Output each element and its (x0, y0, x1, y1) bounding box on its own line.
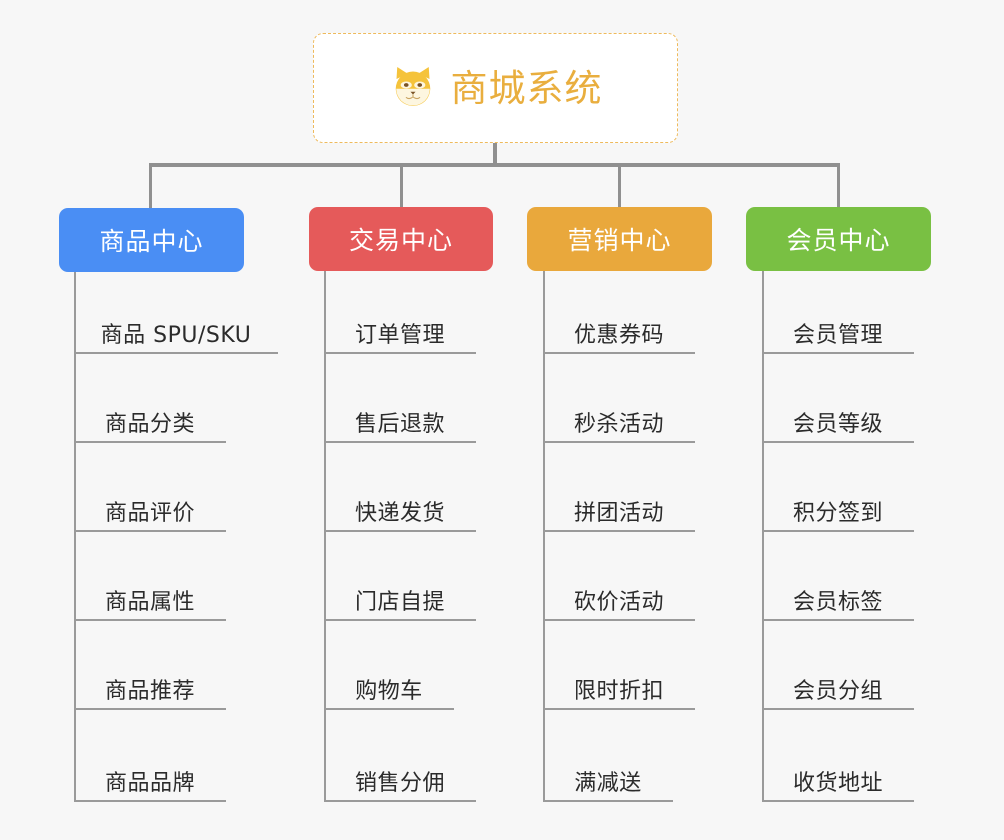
leaf-item[interactable]: 限时折扣 (543, 621, 695, 710)
leaf-item[interactable]: 商品 SPU/SKU (74, 272, 278, 354)
leaf-label: 积分签到 (792, 501, 883, 526)
leaf-label: 门店自提 (354, 590, 445, 615)
leaf-label: 拼团活动 (573, 501, 664, 526)
leaf-label: 优惠券码 (573, 323, 664, 348)
branch-spine-product-center (74, 272, 76, 802)
leaf-item[interactable]: 商品属性 (74, 532, 226, 621)
branch-header-marketing-center[interactable]: 营销中心 (527, 207, 712, 271)
leaf-item[interactable]: 优惠券码 (543, 271, 695, 354)
leaf-item[interactable]: 商品品牌 (74, 710, 226, 802)
leaf-item[interactable]: 收货地址 (762, 710, 914, 802)
branch-spine-trade-center (324, 271, 326, 802)
leaf-item[interactable]: 商品分类 (74, 354, 226, 443)
leaf-label: 商品评价 (104, 501, 195, 526)
leaf-label: 商品属性 (104, 590, 195, 615)
connector-horizontal-bus (149, 163, 840, 167)
leaf-item[interactable]: 会员标签 (762, 532, 914, 621)
leaf-item[interactable]: 积分签到 (762, 443, 914, 532)
leaf-label: 销售分佣 (354, 771, 445, 796)
root-node[interactable]: 商城系统 (313, 33, 678, 143)
leaf-label: 商品推荐 (104, 679, 195, 704)
leaf-item[interactable]: 会员管理 (762, 271, 914, 354)
leaf-item[interactable]: 销售分佣 (324, 710, 476, 802)
connector-drop-marketing-center (618, 163, 621, 209)
leaf-item[interactable]: 门店自提 (324, 532, 476, 621)
leaf-item[interactable]: 秒杀活动 (543, 354, 695, 443)
leaf-label: 会员管理 (792, 323, 883, 348)
connector-drop-product-center (149, 163, 152, 209)
leaf-label: 售后退款 (354, 412, 445, 437)
branch-header-trade-center[interactable]: 交易中心 (309, 207, 493, 271)
shiba-dog-icon (389, 64, 437, 112)
leaf-item[interactable]: 砍价活动 (543, 532, 695, 621)
branch-header-product-center[interactable]: 商品中心 (59, 208, 244, 272)
leaf-item[interactable]: 购物车 (324, 621, 454, 710)
connector-drop-trade-center (400, 163, 403, 209)
leaf-label: 订单管理 (354, 323, 445, 348)
leaf-item[interactable]: 会员等级 (762, 354, 914, 443)
leaf-label: 会员标签 (792, 590, 883, 615)
leaf-label: 会员分组 (792, 679, 883, 704)
root-title: 商城系统 (450, 66, 603, 110)
leaf-label: 秒杀活动 (573, 412, 664, 437)
leaf-item[interactable]: 会员分组 (762, 621, 914, 710)
connector-root-stem (493, 143, 497, 165)
leaf-label: 满减送 (574, 771, 642, 796)
leaf-item[interactable]: 售后退款 (324, 354, 476, 443)
branch-spine-member-center (762, 271, 764, 802)
leaf-label: 商品品牌 (104, 771, 195, 796)
leaf-item[interactable]: 快递发货 (324, 443, 476, 532)
branch-header-member-center[interactable]: 会员中心 (746, 207, 931, 271)
leaf-label: 收货地址 (792, 771, 883, 796)
branch-spine-marketing-center (543, 271, 545, 802)
leaf-label: 商品分类 (104, 412, 195, 437)
leaf-item[interactable]: 满减送 (543, 710, 673, 802)
leaf-item[interactable]: 商品评价 (74, 443, 226, 532)
leaf-label: 砍价活动 (573, 590, 664, 615)
leaf-label: 快递发货 (354, 501, 445, 526)
leaf-label: 商品 SPU/SKU (100, 323, 252, 348)
leaf-item[interactable]: 商品推荐 (74, 621, 226, 710)
leaf-label: 购物车 (355, 679, 423, 704)
leaf-label: 限时折扣 (573, 679, 664, 704)
connector-drop-member-center (837, 163, 840, 209)
leaf-item[interactable]: 订单管理 (324, 271, 476, 354)
leaf-item[interactable]: 拼团活动 (543, 443, 695, 532)
leaf-label: 会员等级 (792, 412, 883, 437)
